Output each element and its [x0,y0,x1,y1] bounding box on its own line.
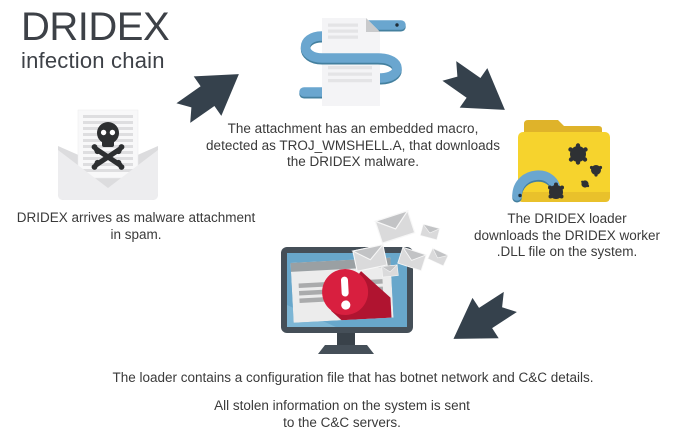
monitor-alert-icon [278,210,449,360]
document-worm-icon [298,14,412,114]
worm-eye [395,23,399,27]
page-subtitle: infection chain [21,48,165,73]
page-title: DRIDEX [21,5,170,49]
skull-crossbones-glyph [91,122,125,170]
step-caption-stolen-info: All stolen information on the system is … [214,398,470,430]
step-caption-config: The loader contains a configuration file… [112,370,594,385]
worm-eye [518,193,522,198]
arrow-icon [434,49,522,133]
title-block: DRIDEX infection chain [21,5,170,73]
envelope-skull-icon [56,108,160,202]
step-caption-loader: The DRIDEX loader downloads the DRIDEX w… [473,211,661,259]
arrow-icon [168,51,256,135]
folder-worm-icon [512,112,616,208]
arrow-icon [437,279,525,362]
folder-holes [548,143,603,199]
monitor-stand [337,333,355,345]
browser-window [290,257,394,323]
step-caption-macro: The attachment has an embedded macro, de… [206,121,500,169]
step-caption-spam: DRIDEX arrives as malware attachment in … [16,210,256,242]
